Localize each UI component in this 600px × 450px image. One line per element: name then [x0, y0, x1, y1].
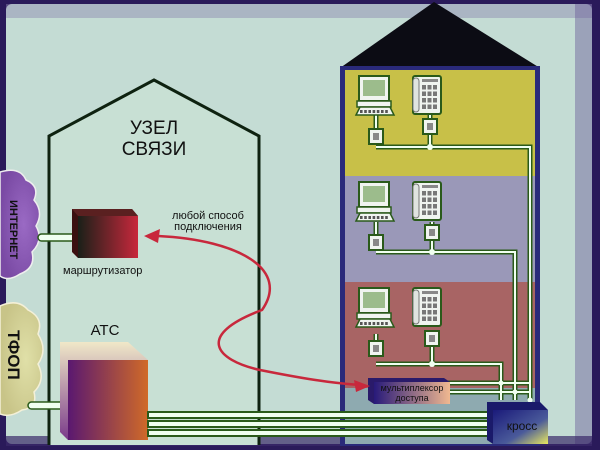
mux-label-line2: доступа	[395, 393, 428, 403]
pbx-label: АТС	[91, 322, 120, 339]
internet-link	[37, 233, 77, 242]
cross-connect: кросс	[487, 402, 548, 444]
wall-socket-icon	[424, 330, 440, 347]
right-shade	[575, 4, 592, 444]
computer-icon	[354, 287, 396, 328]
floor-middle-devices	[354, 181, 442, 251]
connection-arrow	[144, 229, 370, 392]
roof	[340, 2, 540, 68]
connection-note-line2: подключения	[174, 221, 242, 233]
router-label: маршрутизатор	[63, 265, 142, 277]
computer-icon	[354, 75, 396, 116]
telephone-icon	[412, 181, 442, 221]
computer-icon	[354, 181, 396, 222]
internet-cloud: ИНТЕРНЕТ	[0, 169, 41, 280]
floor-bottom-devices	[354, 287, 442, 357]
wall-socket-icon	[368, 234, 384, 251]
access-multiplexer: мультиплексор доступа	[368, 378, 450, 404]
arrowhead-router	[144, 229, 160, 243]
cross-label: кросс	[507, 419, 538, 433]
node-title-line1: УЗЕЛ	[130, 118, 178, 139]
wall-socket-icon	[368, 128, 384, 145]
wall-socket-icon	[368, 340, 384, 357]
top-shade	[6, 4, 592, 18]
pbx-to-cross-cables	[147, 411, 494, 437]
pstn-label: ТФОП	[4, 330, 23, 380]
pstn-cloud: ТФОП	[0, 302, 44, 417]
node-title-line2: СВЯЗИ	[122, 139, 187, 160]
connection-note-line1: любой способ	[172, 210, 244, 222]
arrowhead-mux	[354, 380, 370, 392]
floor-devices	[354, 75, 442, 357]
internet-label: ИНТЕРНЕТ	[7, 200, 19, 260]
telephone-icon	[412, 75, 442, 115]
wall-socket-icon	[424, 224, 440, 241]
pbx	[60, 342, 148, 440]
telephone-icon	[412, 287, 442, 327]
wall-socket-icon	[422, 118, 438, 135]
router	[72, 209, 138, 258]
bottom-shade	[6, 436, 592, 446]
floor-top-devices	[354, 75, 442, 145]
mux-label-line1: мультиплексор	[381, 383, 444, 393]
